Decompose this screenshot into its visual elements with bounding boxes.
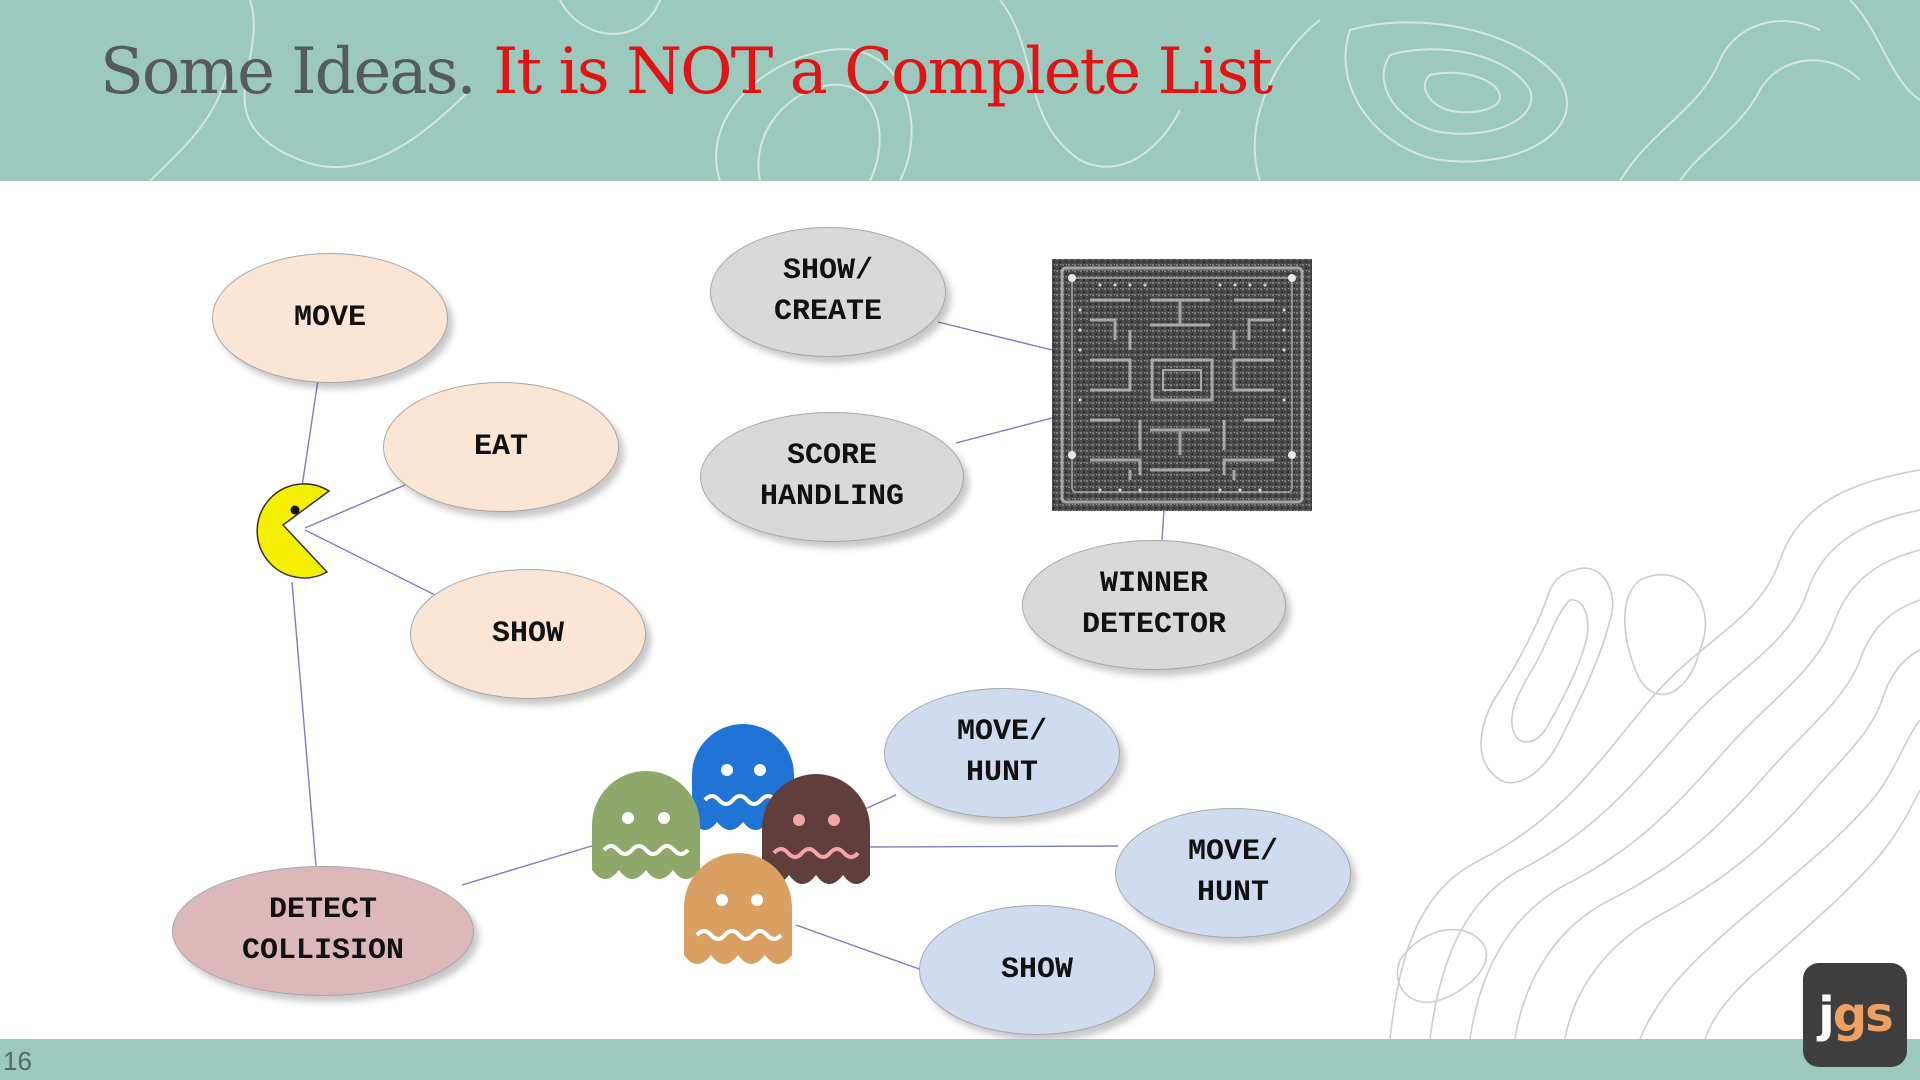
line-maze-winner bbox=[1161, 509, 1165, 541]
title-part-gray: Some Ideas. bbox=[100, 35, 477, 109]
footer-bar bbox=[0, 1039, 1920, 1080]
node-eat: EAT bbox=[383, 382, 619, 512]
line-ghosts-show bbox=[795, 924, 923, 971]
slide-title: Some Ideas. It is NOT a Complete List bbox=[100, 34, 1273, 111]
logo-j: j bbox=[1818, 987, 1835, 1043]
line-pacman-collision bbox=[291, 581, 317, 867]
node-detect-collision: DETECT COLLISION bbox=[172, 866, 474, 996]
header-banner bbox=[0, 0, 1920, 181]
node-show-ghosts: SHOW bbox=[919, 905, 1155, 1035]
line-pacman-show bbox=[304, 529, 436, 596]
node-move-hunt-2: MOVE/ HUNT bbox=[1115, 808, 1351, 938]
node-show-pacman: SHOW bbox=[410, 569, 646, 699]
node-score-handling: SCORE HANDLING bbox=[700, 412, 964, 542]
line-pacman-eat bbox=[304, 484, 406, 529]
node-move-hunt-1: MOVE/ HUNT bbox=[884, 688, 1120, 818]
line-ghosts-movehunt2 bbox=[869, 845, 1119, 848]
line-maze-showcreate bbox=[937, 321, 1053, 351]
logo-gs: gs bbox=[1832, 987, 1894, 1043]
line-ghosts-movehunt1 bbox=[844, 794, 897, 819]
node-move: MOVE bbox=[212, 253, 448, 383]
line-maze-score bbox=[955, 417, 1053, 444]
line-collision-ghosts bbox=[461, 844, 596, 886]
node-show-create: SHOW/ CREATE bbox=[710, 227, 946, 357]
node-winner-detector: WINNER DETECTOR bbox=[1022, 540, 1286, 670]
topographic-pattern bbox=[149, 0, 1920, 181]
page-number: 16 bbox=[3, 1046, 32, 1076]
line-pacman-move bbox=[299, 379, 319, 501]
title-part-red: It is NOT a Complete List bbox=[493, 35, 1273, 109]
